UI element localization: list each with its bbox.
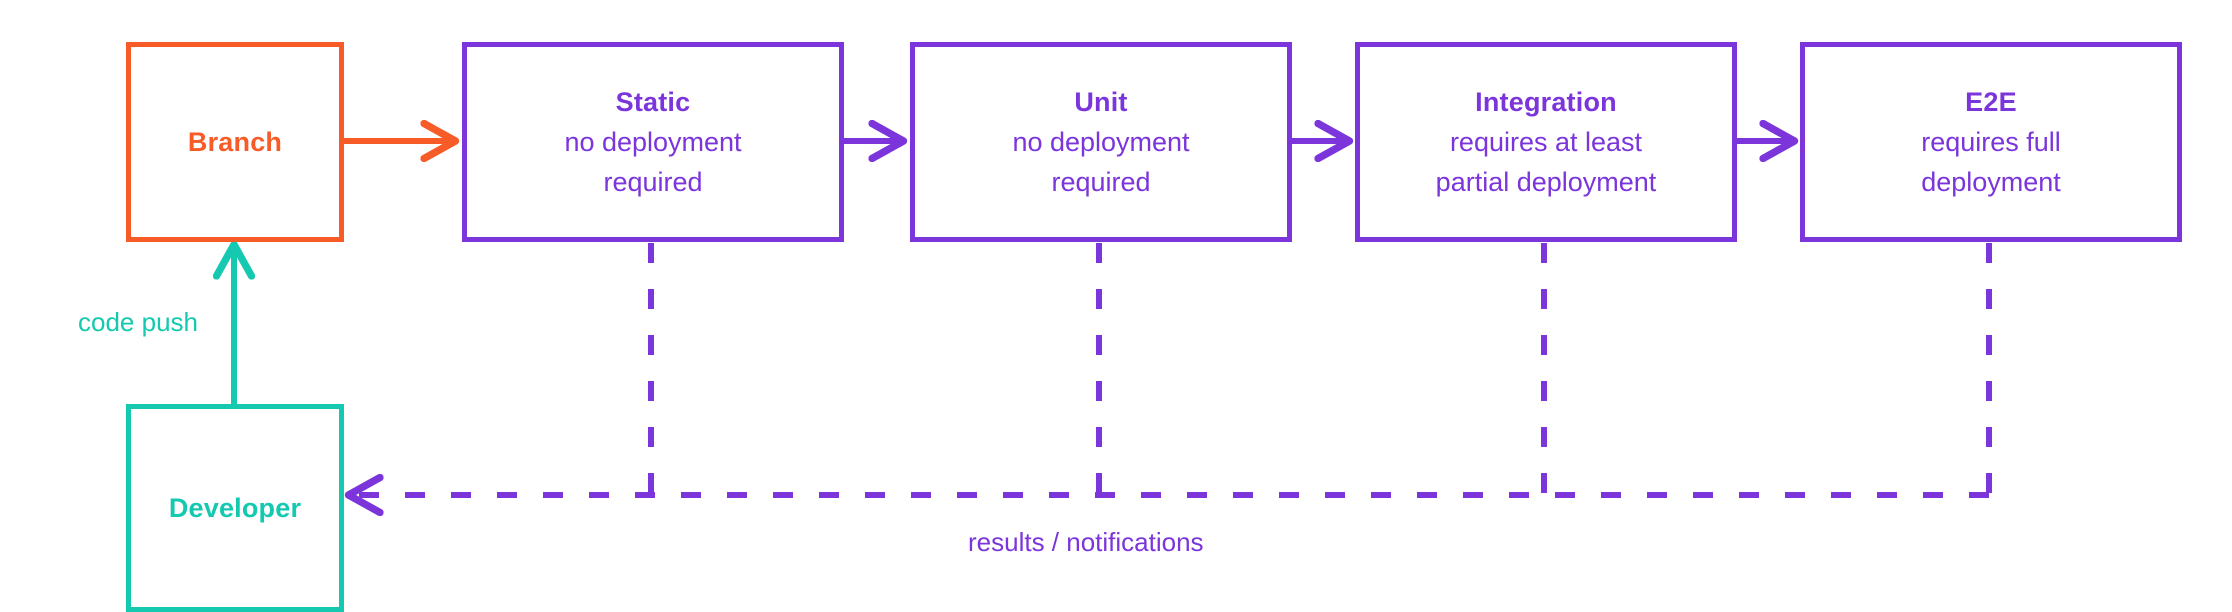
node-integration-subtitle-line2: partial deployment: [1435, 167, 1657, 197]
edge-label-code-push: code push: [78, 307, 198, 337]
node-unit[interactable]: Unit no deployment required: [910, 42, 1292, 242]
node-static[interactable]: Static no deployment required: [462, 42, 844, 242]
edge-label-results-notifications: results / notifications: [968, 527, 1204, 557]
node-integration-subtitle-line1: requires at least: [1449, 127, 1643, 157]
node-e2e[interactable]: E2E requires full deployment: [1800, 42, 2182, 242]
node-developer-title: Developer: [168, 493, 302, 523]
node-static-subtitle-line2: required: [603, 167, 703, 197]
node-e2e-subtitle-line2: deployment: [1921, 167, 2061, 197]
node-unit-title: Unit: [1074, 87, 1128, 117]
node-e2e-title: E2E: [1965, 87, 2017, 117]
node-integration-title: Integration: [1475, 87, 1617, 117]
node-e2e-subtitle-line1: requires full: [1921, 127, 2061, 157]
node-unit-subtitle-line1: no deployment: [1012, 127, 1190, 157]
node-integration[interactable]: Integration requires at least partial de…: [1355, 42, 1737, 242]
node-static-title: Static: [615, 87, 691, 117]
node-unit-subtitle-line2: required: [1051, 167, 1151, 197]
node-developer[interactable]: Developer: [126, 404, 344, 612]
node-branch[interactable]: Branch: [126, 42, 344, 242]
node-static-subtitle-line1: no deployment: [564, 127, 742, 157]
node-branch-title: Branch: [187, 127, 283, 157]
